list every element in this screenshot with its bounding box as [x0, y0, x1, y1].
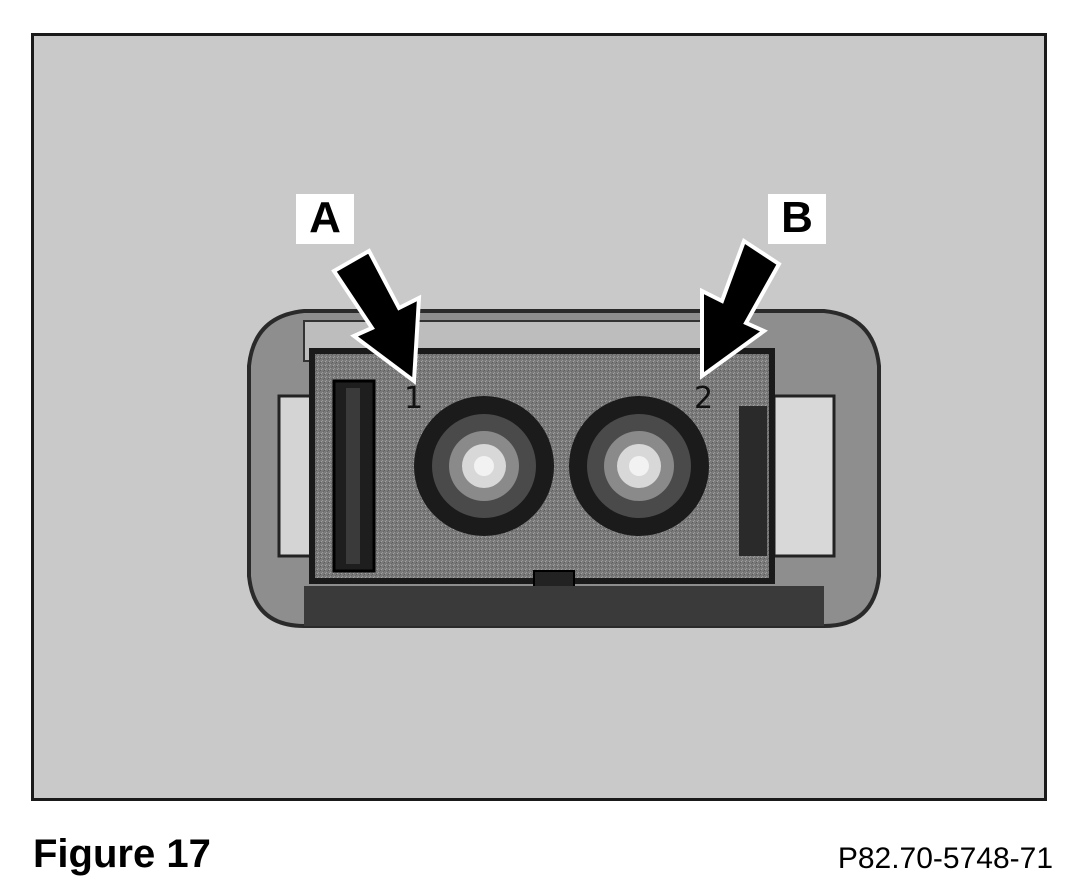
- pin-1-socket: [414, 396, 554, 536]
- callout-b-label: B: [768, 194, 826, 244]
- right-latch: [772, 394, 836, 558]
- callout-a-label: A: [296, 194, 354, 244]
- arrow-b-icon: [700, 237, 782, 380]
- figure-caption: Figure 17: [33, 832, 211, 876]
- pin-2-number: 2: [694, 381, 714, 416]
- figure-photo: A B 1 2: [31, 33, 1047, 801]
- pin-1-number: 1: [404, 381, 424, 416]
- pin-2-socket: [569, 396, 709, 536]
- figure-reference-code: P82.70-5748-71: [837, 842, 1053, 875]
- arrow-a-icon: [331, 248, 422, 385]
- connector-illustration: [247, 237, 881, 628]
